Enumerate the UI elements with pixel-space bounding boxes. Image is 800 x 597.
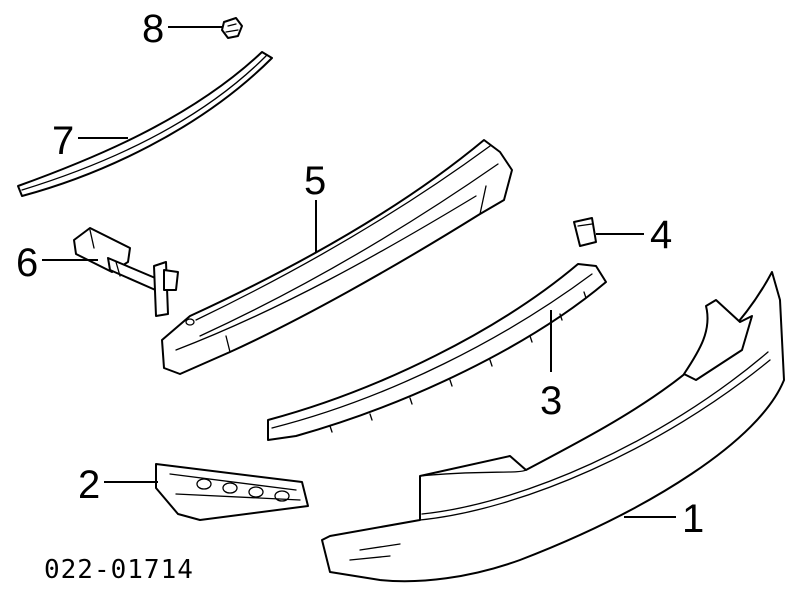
leader-lines <box>42 26 676 518</box>
part-1-bumper-cover <box>321 271 785 583</box>
callout-5: 5 <box>304 159 326 203</box>
part-8-push-rivet <box>221 17 243 39</box>
part-2-bracket <box>155 463 309 521</box>
callout-6: 6 <box>16 241 38 285</box>
part-7-trim-strip <box>17 51 273 197</box>
part-5-impact-bar <box>161 139 513 375</box>
callout-2: 2 <box>78 463 100 507</box>
part-4-clip <box>573 217 597 247</box>
callout-7: 7 <box>52 119 74 163</box>
callout-3: 3 <box>540 379 562 423</box>
callout-1: 1 <box>682 497 704 541</box>
callout-8: 8 <box>142 7 164 51</box>
part-6-tow-hook <box>73 227 179 317</box>
part-3-retainer-strip <box>267 263 607 441</box>
callout-4: 4 <box>650 213 672 257</box>
diagram-code: 022-01714 <box>44 555 194 585</box>
